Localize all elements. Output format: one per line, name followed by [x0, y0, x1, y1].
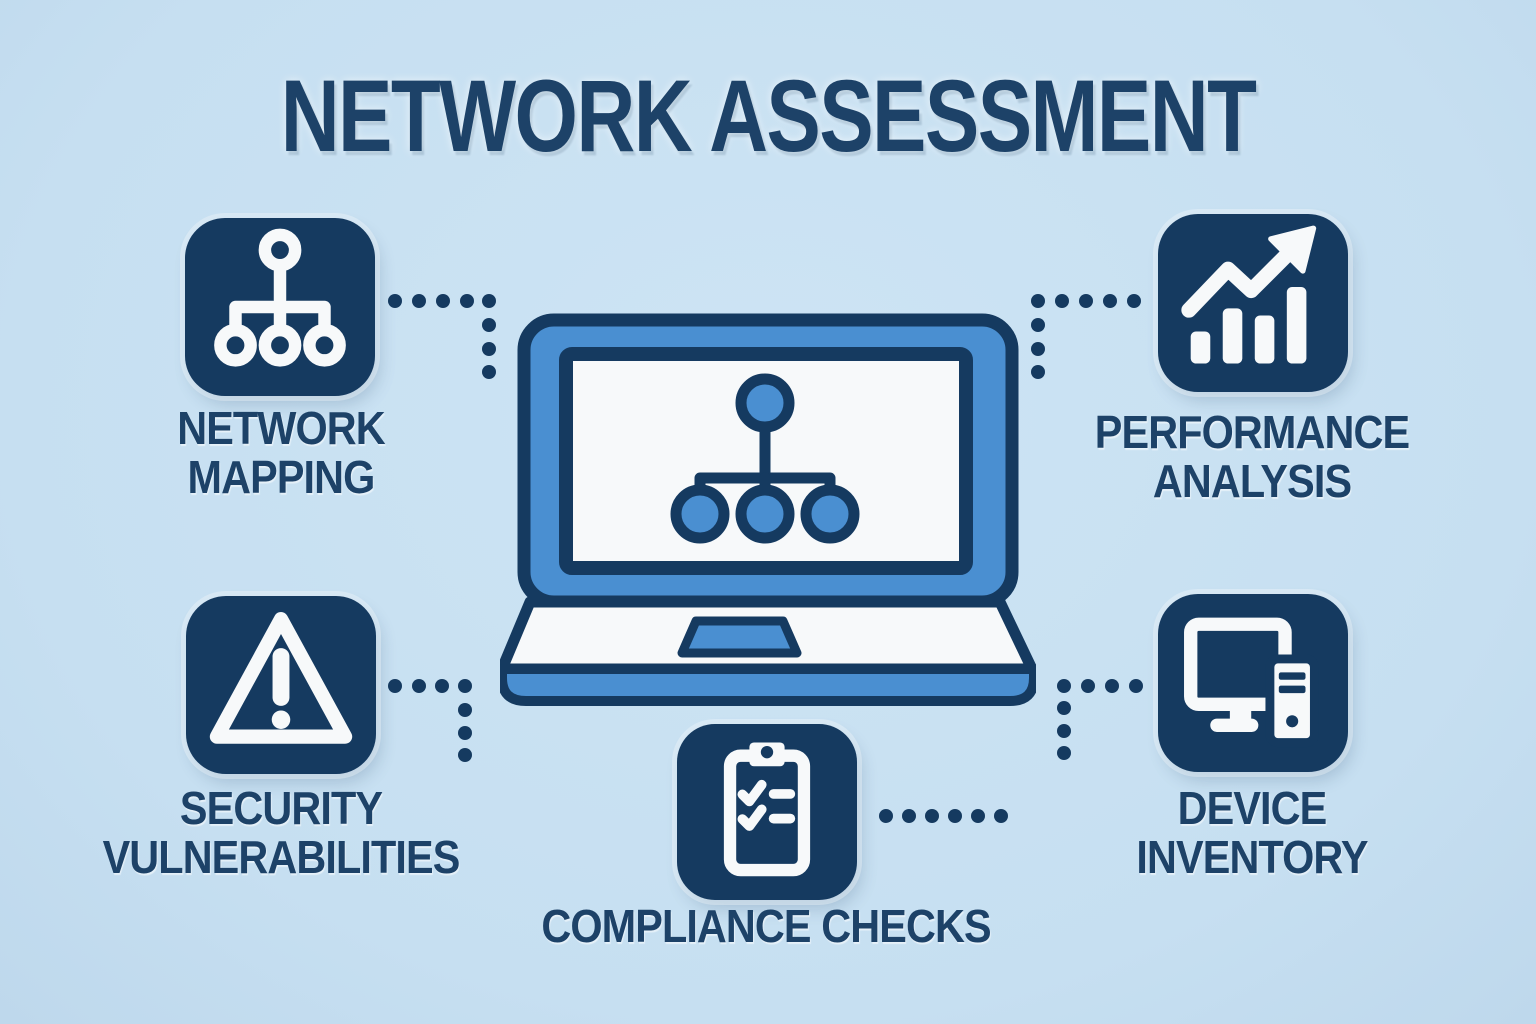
bar-chart-trend-icon — [1181, 225, 1317, 364]
connector-security-vulnerabilities-to-laptop — [388, 679, 472, 762]
device-inventory-label: DEVICE INVENTORY — [1136, 782, 1368, 883]
network-mapping-label: NETWORK MAPPING — [177, 402, 385, 503]
desktop-computer-icon — [1184, 617, 1319, 748]
device-inventory-tile — [1158, 594, 1348, 772]
warning-triangle-icon — [209, 612, 353, 744]
clipboard-checklist-icon — [723, 742, 811, 877]
connector-network-mapping-to-laptop — [388, 294, 496, 379]
connector-performance-analysis-to-laptop — [1031, 294, 1141, 379]
connector-device-inventory-to-laptop — [1057, 679, 1143, 760]
page-title: NETWORK ASSESSMENT — [280, 59, 1257, 173]
connector-compliance-checks-to-device-inventory — [879, 809, 1008, 823]
laptop-network-diagram-icon — [500, 313, 1036, 706]
security-vulnerabilities-label: SECURITY VULNERABILITIES — [102, 782, 461, 883]
performance-analysis-label: PERFORMANCE ANALYSIS — [1094, 406, 1410, 507]
network-tree-icon — [214, 228, 346, 367]
compliance-checks-label: COMPLIANCE CHECKS — [541, 900, 991, 952]
compliance-checks-tile — [677, 724, 857, 900]
security-vulnerabilities-tile — [186, 596, 376, 774]
network-mapping-tile — [185, 218, 375, 396]
performance-analysis-tile — [1158, 214, 1348, 392]
